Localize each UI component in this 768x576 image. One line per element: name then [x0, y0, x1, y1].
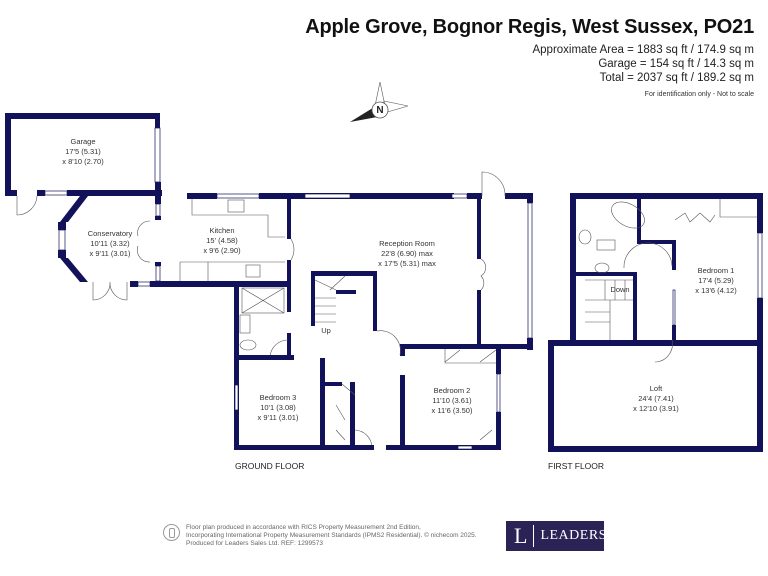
area-summary: Approximate Area = 1883 sq ft / 174.9 sq… — [532, 43, 754, 102]
svg-text:Bedroom 3: Bedroom 3 — [260, 393, 297, 402]
stairs-down-label: Down — [610, 285, 629, 294]
total-area: Total = 2037 sq ft / 189.2 sq m — [599, 72, 754, 84]
svg-text:Conservatory: Conservatory — [88, 229, 133, 238]
compass-icon: N — [350, 81, 409, 122]
footer-line-3: Produced for Leaders Sales Ltd. REF: 129… — [186, 540, 323, 547]
room-bedroom-2: Bedroom 2 11'10 (3.61) x 11'6 (3.50) — [432, 386, 473, 415]
svg-text:x 11'6 (3.50): x 11'6 (3.50) — [432, 406, 473, 415]
first-floor-label: FIRST FLOOR — [548, 461, 605, 471]
ground-floor-label: GROUND FLOOR — [235, 461, 305, 471]
svg-text:x 9'6 (2.90): x 9'6 (2.90) — [203, 246, 241, 255]
room-conservatory: Conservatory 10'11 (3.32) x 9'11 (3.01) — [88, 229, 133, 258]
svg-text:x 13'6 (4.12): x 13'6 (4.12) — [695, 286, 737, 295]
svg-text:24'4 (7.41): 24'4 (7.41) — [638, 394, 674, 403]
svg-text:x 12'10 (3.91): x 12'10 (3.91) — [633, 404, 679, 413]
logo-text: LEADERS — [540, 528, 607, 543]
svg-text:10'1 (3.08): 10'1 (3.08) — [260, 403, 296, 412]
footer-line-1: Floor plan produced in accordance with R… — [186, 524, 421, 531]
svg-text:x 9'11 (3.01): x 9'11 (3.01) — [90, 249, 131, 258]
svg-text:Kitchen: Kitchen — [209, 226, 234, 235]
property-title: Apple Grove, Bognor Regis, West Sussex, … — [305, 16, 754, 38]
svg-text:Reception Room: Reception Room — [379, 239, 435, 248]
scale-note: For identification only - Not to scale — [644, 91, 754, 98]
approx-area: Approximate Area = 1883 sq ft / 174.9 sq… — [532, 44, 754, 56]
svg-text:Bedroom 1: Bedroom 1 — [698, 266, 735, 275]
room-bedroom-1: Bedroom 1 17'4 (5.29) x 13'6 (4.12) — [695, 266, 737, 295]
footer-line-2: Incorporating International Property Mea… — [186, 532, 477, 539]
svg-text:x 8'10 (2.70): x 8'10 (2.70) — [62, 157, 104, 166]
leaders-logo: L LEADERS — [506, 521, 607, 551]
svg-text:17'4 (5.29): 17'4 (5.29) — [698, 276, 734, 285]
person-icon — [163, 524, 180, 541]
svg-text:10'11 (3.32): 10'11 (3.32) — [90, 239, 130, 248]
compass-label: N — [376, 105, 383, 116]
room-reception: Reception Room 22'8 (6.90) max x 17'5 (5… — [378, 239, 436, 268]
footer-disclaimer: Floor plan produced in accordance with R… — [163, 524, 477, 548]
svg-text:x 17'5 (5.31) max: x 17'5 (5.31) max — [378, 259, 436, 268]
svg-text:Garage: Garage — [70, 137, 95, 146]
svg-text:11'10 (3.61): 11'10 (3.61) — [432, 396, 472, 405]
svg-text:x 9'11 (3.01): x 9'11 (3.01) — [258, 413, 299, 422]
svg-text:22'8 (6.90) max: 22'8 (6.90) max — [381, 249, 433, 258]
room-bedroom-3: Bedroom 3 10'1 (3.08) x 9'11 (3.01) — [258, 393, 299, 422]
svg-text:15' (4.58): 15' (4.58) — [206, 236, 238, 245]
room-loft: Loft 24'4 (7.41) x 12'10 (3.91) — [633, 384, 679, 413]
first-floor-walls — [548, 193, 763, 452]
garage-area: Garage = 154 sq ft / 14.3 sq m — [598, 58, 754, 70]
room-kitchen: Kitchen 15' (4.58) x 9'6 (2.90) — [203, 226, 241, 255]
stairs-up-label: Up — [321, 326, 331, 335]
logo-letter: L — [506, 525, 535, 547]
ground-floor-walls — [5, 113, 533, 450]
svg-text:Bedroom 2: Bedroom 2 — [434, 386, 471, 395]
room-garage: Garage 17'5 (5.31) x 8'10 (2.70) — [62, 137, 104, 166]
svg-text:17'5 (5.31): 17'5 (5.31) — [65, 147, 101, 156]
svg-text:Loft: Loft — [650, 384, 663, 393]
